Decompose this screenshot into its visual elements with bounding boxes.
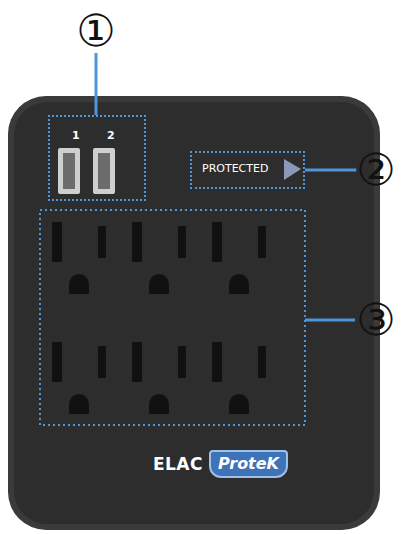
- indicator-light: [284, 159, 301, 180]
- usb-port: [58, 148, 80, 194]
- leader-line: [305, 170, 356, 171]
- callout-circle: ③: [356, 298, 395, 342]
- leader-stroke: [305, 169, 356, 172]
- callout-number: ③: [356, 298, 395, 342]
- port-number: 2: [107, 129, 115, 142]
- outlet-group-outline: [40, 210, 305, 425]
- brand-badge: ProteK: [209, 450, 288, 478]
- callout-number: ①: [76, 9, 115, 53]
- usb-port-tongue: [98, 153, 110, 189]
- usb-port-group: 12: [48, 115, 146, 201]
- indicator-label: PROTECTED: [202, 162, 273, 175]
- housing-face: [14, 102, 374, 524]
- housing-edge: [8, 96, 380, 530]
- status-indicator: PROTECTED: [190, 151, 305, 189]
- port-number: 1: [72, 129, 80, 142]
- ac-outlets: [52, 222, 266, 414]
- callout-number: ②: [356, 148, 395, 192]
- usb-port-tongue: [63, 153, 75, 189]
- brand-label: ELAC: [153, 454, 203, 474]
- callout-circle: ①: [76, 9, 115, 53]
- leader-line: [95, 53, 96, 115]
- brand-name: ProteK: [218, 454, 279, 473]
- leader-line: [305, 319, 355, 322]
- usb-port: [93, 148, 115, 194]
- callout-circle: ②: [356, 148, 395, 192]
- leader-stroke: [94, 53, 97, 115]
